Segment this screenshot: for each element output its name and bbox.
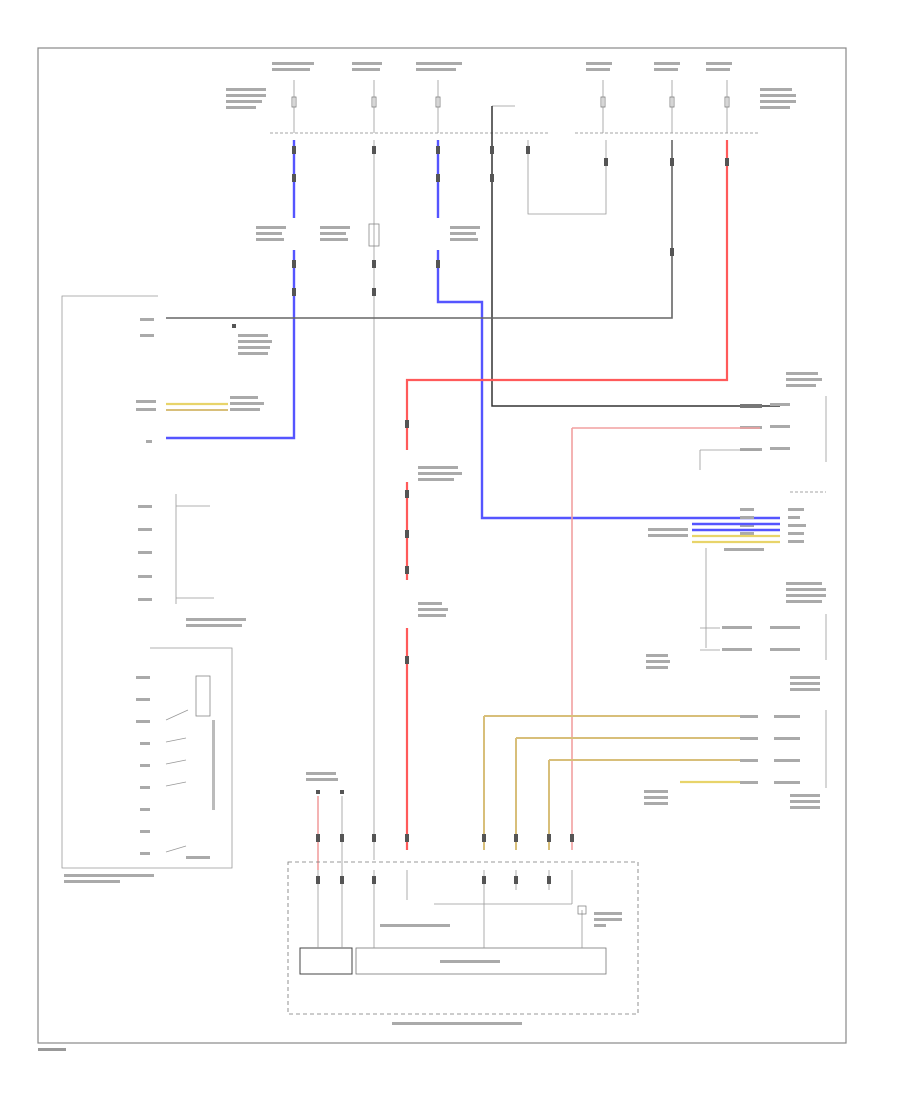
gray-wire-right (166, 140, 673, 319)
top-fuse-labels (226, 62, 796, 109)
connector-ticks (292, 146, 729, 884)
blue-wire-mid-lower (436, 250, 780, 520)
top-fuses (291, 96, 730, 108)
tan-wire-2 (515, 737, 740, 850)
dark-wire (491, 106, 780, 407)
footer-code (38, 1048, 66, 1051)
junction-labels (256, 226, 480, 617)
blue-wire-left-lower (166, 250, 296, 440)
left-ladder (138, 494, 246, 627)
combination-meter-box (287, 861, 639, 1015)
combination-meter-caption (392, 1022, 522, 1025)
diagram-border (37, 47, 847, 1044)
right-top-connector (740, 372, 827, 462)
center-connector (368, 223, 380, 247)
left-lower-pins (136, 675, 215, 859)
red-wire-upper (405, 140, 729, 450)
tan-wire-1 (483, 715, 740, 850)
left-module-outline (61, 295, 233, 869)
meter-internals (299, 870, 622, 975)
left-module-pins (136, 318, 272, 443)
meter-input-connector (306, 772, 344, 794)
left-module-caption (64, 874, 154, 877)
right-mid-connector (648, 491, 826, 551)
thin-loop (527, 140, 607, 215)
right-lower-connector (646, 582, 827, 691)
right-bottom-connector (644, 710, 827, 809)
